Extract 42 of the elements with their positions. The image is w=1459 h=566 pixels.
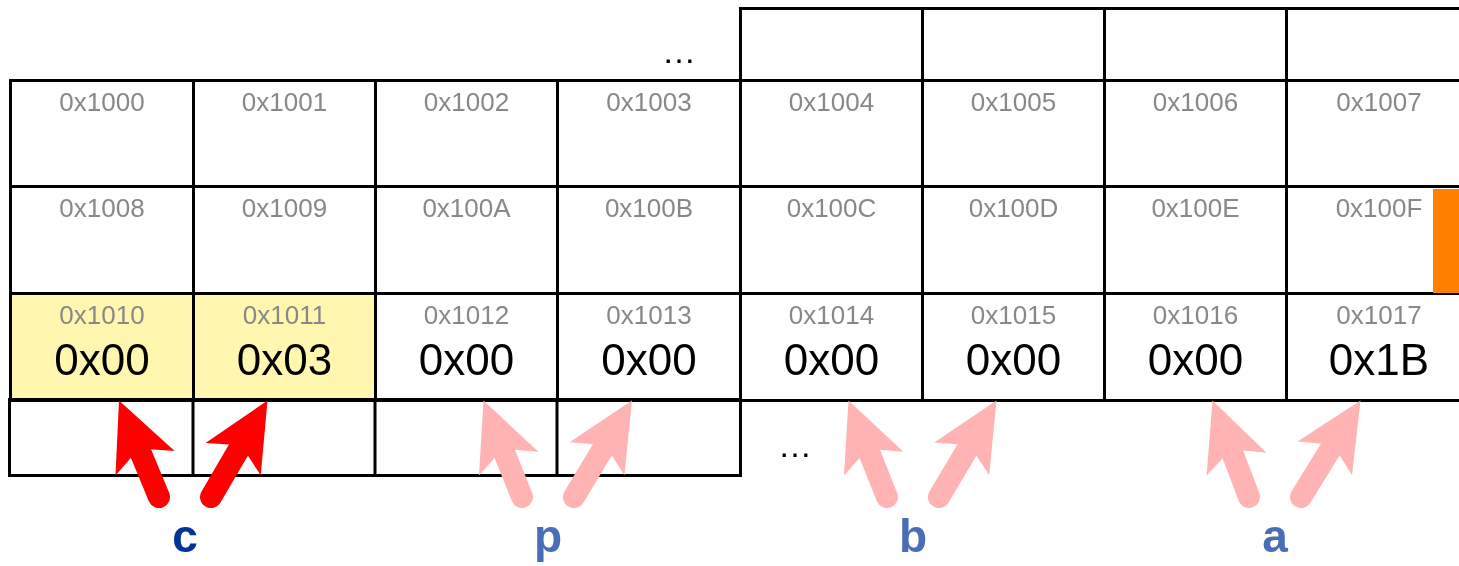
memory-address: 0x1001	[240, 86, 329, 118]
memory-address: 0x1012	[422, 299, 511, 331]
memory-address: 0x1006	[1151, 86, 1240, 118]
memory-address: 0x1008	[58, 192, 146, 224]
memory-address: 0x1003	[605, 86, 693, 118]
memory-address: 0x100D	[967, 192, 1060, 224]
memory-address: 0x100C	[785, 192, 878, 224]
memory-address: 0x1002	[422, 86, 511, 118]
memory-address: 0x100E	[1150, 192, 1241, 224]
memory-address: 0x1014	[787, 299, 876, 331]
byte-value: 0x00	[782, 334, 881, 386]
byte-value: 0x03	[235, 334, 334, 386]
memory-cell	[192, 292, 377, 402]
variable-name: p	[532, 510, 564, 562]
memory-address: 0x1016	[1151, 299, 1240, 331]
memory-address: 0x1017	[1335, 299, 1423, 331]
variable-name: b	[897, 510, 929, 562]
byte-value: 0x1B	[1327, 334, 1431, 386]
variable-name: a	[1261, 510, 1289, 562]
memory-address: 0x100A	[421, 192, 512, 224]
memory-address: 0x1010	[58, 299, 146, 331]
memory-address: 0x1011	[241, 299, 328, 331]
byte-value: 0x00	[964, 334, 1063, 386]
memory-address: 0x1015	[969, 299, 1058, 331]
memory-address: 0x1013	[605, 299, 693, 331]
memory-address: 0x1005	[969, 86, 1058, 118]
memory-address: 0x1004	[787, 86, 876, 118]
memory-address: 0x1007	[1335, 86, 1423, 118]
memory-address: 0x100B	[603, 192, 695, 224]
memory-address: 0x1009	[240, 192, 329, 224]
byte-value: 0x00	[1146, 334, 1245, 386]
byte-value: 0x00	[600, 334, 698, 386]
variable-name: c	[171, 510, 199, 562]
byte-value: 0x00	[417, 334, 516, 386]
empty-memory-cell	[739, 7, 924, 82]
byte-value: 0x00	[53, 334, 151, 386]
memory-address: 0x1000	[58, 86, 146, 118]
ellipsis: …	[778, 428, 812, 462]
memory-address: 0x100F	[1334, 192, 1424, 224]
memory-cell	[9, 79, 195, 188]
memory-cell	[9, 292, 195, 402]
ellipsis: …	[662, 34, 696, 68]
